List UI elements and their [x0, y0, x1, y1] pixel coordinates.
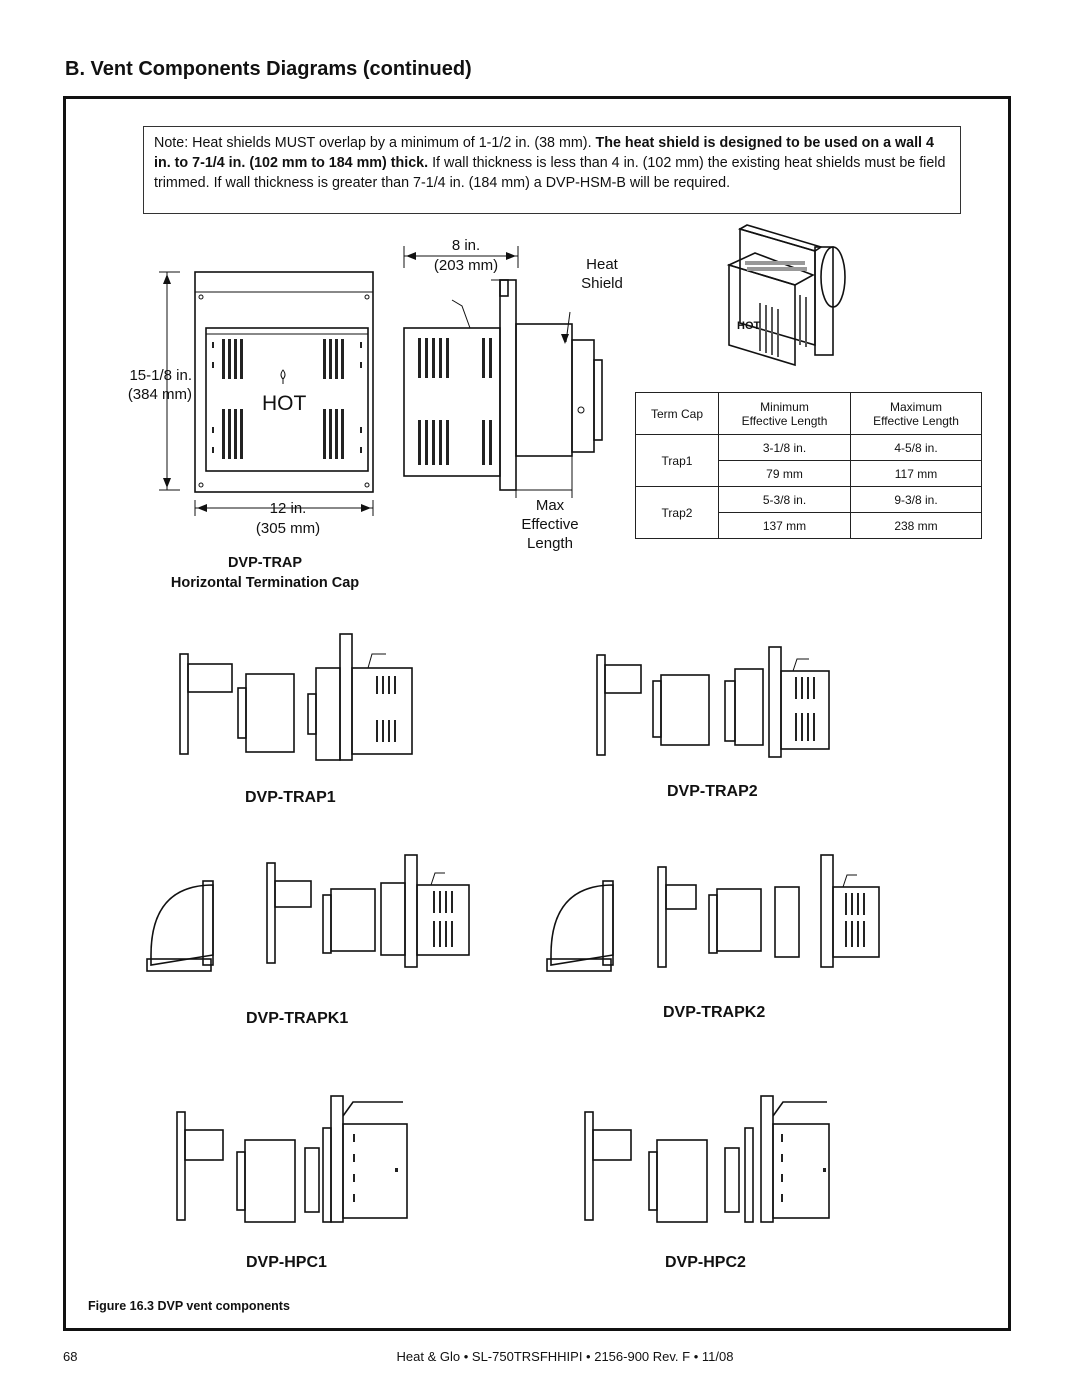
- footer-text: Heat & Glo • SL-750TRSFHHIPI • 2156-900 …: [396, 1349, 734, 1364]
- table-header-max-line1: Maximum: [889, 399, 942, 414]
- table-row-trap1-cap: Trap1: [635, 434, 719, 487]
- table-cell: 9-3/8 in.: [850, 486, 982, 513]
- max-label-2: Effective: [521, 516, 579, 533]
- height-mm-label: (384 mm): [127, 386, 192, 403]
- trap1-drawing: [179, 633, 413, 761]
- height-in-label: 15-1/8 in.: [129, 367, 192, 384]
- product-description: Horizontal Termination Cap: [170, 575, 360, 591]
- variant-label-hpc2: DVP-HPC2: [665, 1254, 746, 1271]
- table-cell: 4-5/8 in.: [850, 434, 982, 461]
- cap-perspective-drawing: HOT: [726, 224, 846, 367]
- trapk2-drawing: [546, 854, 880, 972]
- trapk1-drawing: [146, 854, 470, 972]
- table-header-max-line2: Effective Length: [873, 413, 959, 428]
- table-header-term-cap: Term Cap: [635, 392, 719, 435]
- heat-shield-label-1: Heat: [586, 256, 618, 273]
- side-view-drawing: [403, 246, 603, 498]
- variant-label-trapk1: DVP-TRAPK1: [246, 1010, 349, 1027]
- variant-label-trap2: DVP-TRAP2: [667, 783, 758, 800]
- table-header-min-line2: Effective Length: [741, 413, 828, 428]
- front-view-drawing: [159, 271, 374, 493]
- variant-label-hpc1: DVP-HPC1: [246, 1254, 327, 1271]
- figure-frame: [63, 96, 1011, 1331]
- table-cell: 3-1/8 in.: [718, 434, 851, 461]
- max-label-1: Max: [535, 497, 565, 514]
- variant-label-trapk2: DVP-TRAPK2: [663, 1004, 766, 1021]
- hpc2-drawing: [584, 1095, 830, 1223]
- heat-shield-label-2: Shield: [581, 275, 623, 292]
- width-dimension: [194, 500, 374, 516]
- spec-table: Term Cap Minimum Effective Length Maximu…: [635, 392, 982, 539]
- table-cell: 137 mm: [718, 512, 851, 539]
- table-header-maximum: Maximum Effective Length: [850, 392, 982, 435]
- depth-mm-label: (203 mm): [433, 257, 499, 274]
- figure-caption: Figure 16.3 DVP vent components: [88, 1299, 290, 1313]
- page-number: 68: [63, 1349, 78, 1364]
- width-in-label: 12 in.: [269, 500, 307, 517]
- variant-label-trap1: DVP-TRAP1: [245, 789, 336, 806]
- table-header-min-line1: Minimum: [760, 399, 809, 414]
- max-label-3: Length: [527, 535, 573, 552]
- note-text-bold: The heat shield is designed to be used o…: [154, 135, 934, 171]
- table-header-minimum: Minimum Effective Length: [718, 392, 851, 435]
- table-cell: 238 mm: [850, 512, 982, 539]
- width-mm-label: (305 mm): [255, 520, 321, 537]
- note-box: Note: Heat shields MUST overlap by a min…: [143, 126, 961, 214]
- table-row-trap2-cap: Trap2: [635, 486, 719, 539]
- depth-in-label: 8 in.: [451, 237, 481, 254]
- svg-text:HOT: HOT: [737, 320, 761, 332]
- page-title: B. Vent Components Diagrams (continued): [65, 58, 472, 80]
- note-text-2: If wall thickness is less than 4 in. (10…: [154, 155, 946, 191]
- hot-label: HOT: [262, 392, 307, 415]
- note-text-1: Note: Heat shields MUST overlap by a min…: [154, 135, 596, 151]
- trap2-drawing: [596, 646, 830, 758]
- product-name: DVP-TRAP: [227, 555, 303, 571]
- table-cell: 5-3/8 in.: [718, 486, 851, 513]
- hpc1-drawing: [176, 1095, 408, 1223]
- table-cell: 117 mm: [850, 460, 982, 487]
- table-cell: 79 mm: [718, 460, 851, 487]
